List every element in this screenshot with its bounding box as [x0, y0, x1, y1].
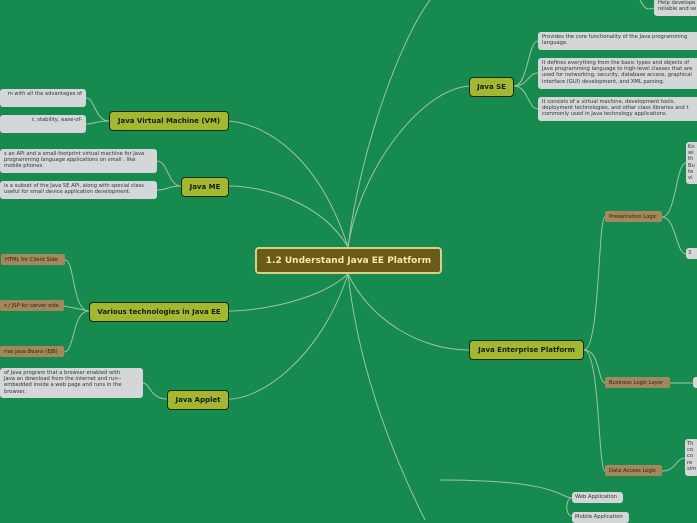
business-logic-layer[interactable]: Business Logic Layer [605, 377, 670, 388]
tech-leaf[interactable]: HTML for Client Side [1, 254, 65, 265]
topic-java-enterprise-platform[interactable]: Java Enterprise Platform [469, 340, 584, 360]
presentation-logic[interactable]: Presentation Logic [605, 211, 662, 222]
se-leaf[interactable]: It defines everything from the basic typ… [538, 58, 697, 89]
topic-java-se[interactable]: Java SE [469, 77, 514, 97]
top-leaf[interactable]: Help develope reliable and se [654, 0, 697, 16]
topic-java-applet[interactable]: Java Applet [167, 390, 229, 410]
data-access-leaf[interactable]: Th co co re sim [685, 439, 697, 476]
central-topic[interactable]: 1.2 Understand Java EE Platform [255, 247, 442, 274]
web-application[interactable]: Web Application [572, 492, 623, 503]
topic-various-technologies[interactable]: Various technologies in Java EE [89, 302, 229, 322]
data-access-logic[interactable]: Data Access Logic [605, 465, 662, 476]
tech-leaf[interactable]: rise Java Beans (EJB) [0, 346, 64, 357]
tech-leaf[interactable]: s / JSP for server side [0, 300, 64, 311]
se-leaf[interactable]: Provides the core functionality of the J… [538, 32, 697, 50]
se-leaf[interactable]: It consists of a virtual machine, develo… [538, 97, 697, 121]
presentation-leaf[interactable]: 3 [686, 248, 697, 259]
me-leaf[interactable]: s an API and a small-footprint virtual m… [0, 149, 157, 173]
jvm-leaf[interactable]: m with all the advantages of [0, 89, 86, 107]
topic-jvm[interactable]: Java Virtual Machine (VM) [109, 111, 229, 131]
presentation-leaf[interactable]: Kn wi th Bu te vi [686, 142, 697, 184]
me-leaf[interactable]: is a subset of the Java SE API, along wi… [0, 181, 157, 199]
business-leaf[interactable] [693, 377, 697, 388]
mobile-application[interactable]: Mobile Application [572, 512, 629, 523]
applet-leaf[interactable]: of Java program that a browser enabled w… [0, 368, 143, 398]
jvm-leaf[interactable]: r, stability, ease-of- [0, 115, 86, 133]
topic-java-me[interactable]: Java ME [181, 177, 229, 197]
